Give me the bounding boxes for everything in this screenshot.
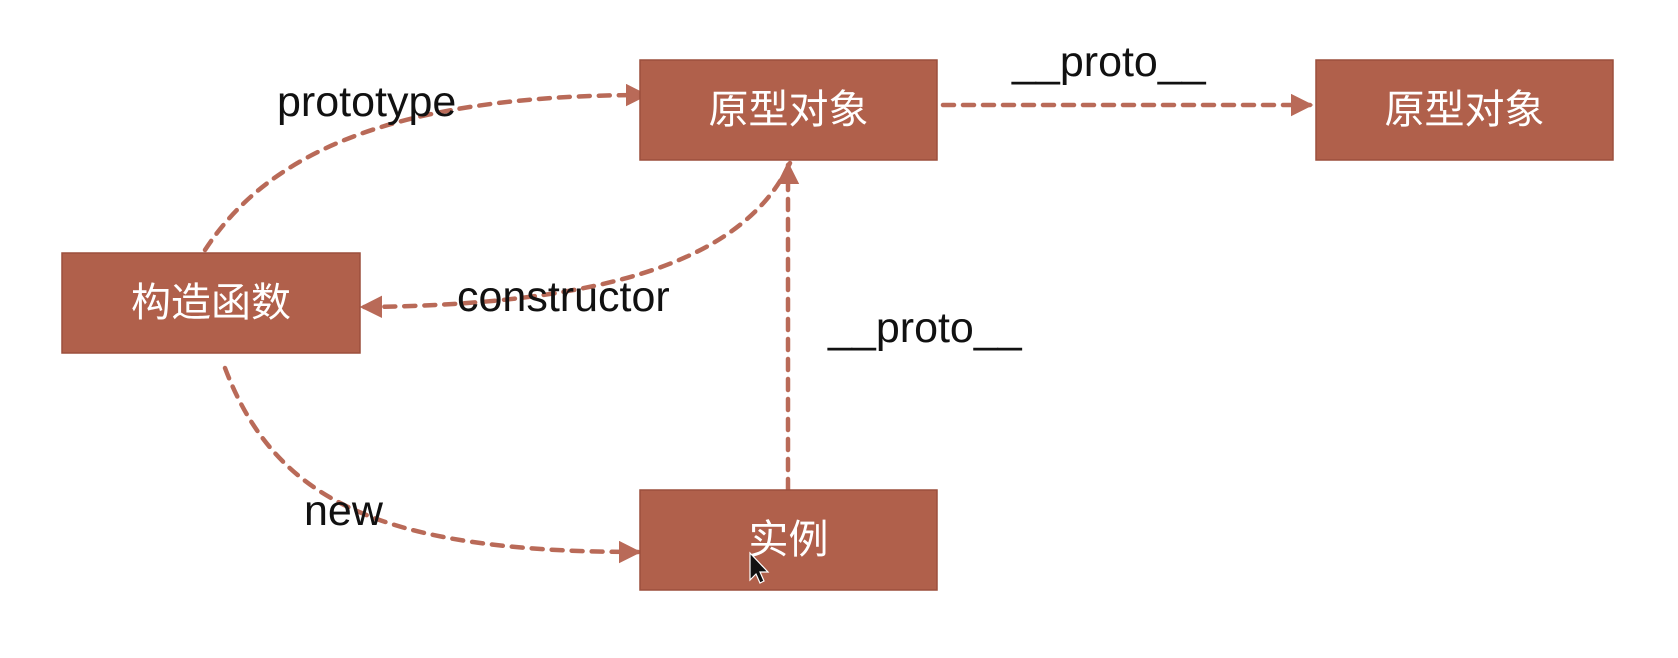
edge-prototype: [202, 83, 649, 253]
edge-label-instance-proto: __proto__: [827, 304, 1023, 352]
node-label-prototype-object-parent: 原型对象: [1385, 87, 1545, 133]
edge-label-proto-to-parent: __proto__: [1011, 38, 1207, 86]
node-instance: 实例: [639, 489, 938, 591]
node-label-constructor-function: 构造函数: [131, 280, 291, 326]
edge-label-new: new: [304, 487, 384, 535]
node-constructor-function: 构造函数: [61, 252, 361, 354]
edge-label-constructor: constructor: [457, 273, 670, 321]
node-label-instance: 实例: [749, 517, 829, 563]
cursor-icon: [749, 551, 770, 584]
node-prototype-object-parent: 原型对象: [1315, 59, 1614, 161]
node-label-prototype-object: 原型对象: [709, 87, 869, 133]
edge-new: [222, 365, 642, 564]
node-prototype-object: 原型对象: [639, 59, 938, 161]
edge-constructor: [359, 160, 793, 319]
edge-label-prototype: prototype: [277, 78, 456, 126]
